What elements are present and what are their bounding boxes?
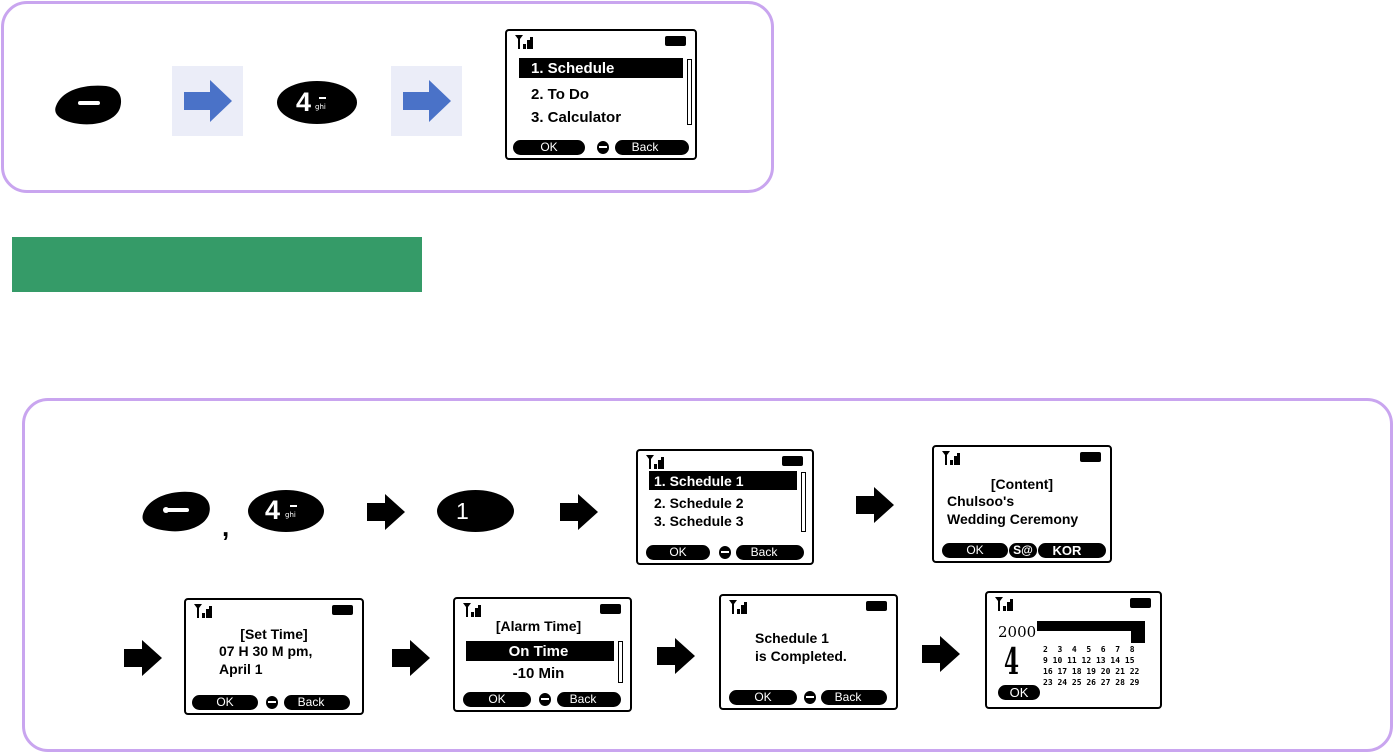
calendar-weekday-header xyxy=(1037,621,1131,631)
set-time-value: 07 H 30 M pm, xyxy=(219,643,313,659)
calendar-week-2: 9 10 11 12 13 14 15 xyxy=(1043,656,1135,665)
schedule-item-1[interactable]: 1. Schedule 1 xyxy=(654,473,744,489)
content-heading: [Content] xyxy=(990,476,1054,492)
softkey-ok[interactable]: OK xyxy=(729,690,797,705)
phone-screen-schedule-list: 1. Schedule 1 2. Schedule 2 3. Schedule … xyxy=(636,449,814,565)
battery-icon xyxy=(600,604,621,614)
arrow-right-icon xyxy=(560,494,598,530)
alarm-option-on-time[interactable]: On Time xyxy=(508,643,569,660)
menu-key-icon xyxy=(141,488,213,539)
alarm-option-10-min[interactable]: -10 Min xyxy=(512,665,565,682)
calendar-week-4: 23 24 25 26 27 28 29 xyxy=(1043,678,1140,687)
softkey-symbol[interactable]: S@ xyxy=(1009,543,1037,558)
key-4-icon: 4 ghi xyxy=(248,490,324,532)
phone-screen-alarm-time: [Alarm Time] On Time -10 Min OK Back xyxy=(453,597,632,712)
arrow-right-icon xyxy=(124,640,162,676)
signal-icon xyxy=(942,451,960,465)
arrow-right-icon xyxy=(367,494,405,530)
softkey-back[interactable]: Back xyxy=(615,140,689,155)
menu-item-calculator[interactable]: 3. Calculator xyxy=(531,109,622,126)
key-4-icon: 4 ghi xyxy=(277,81,357,124)
signal-icon xyxy=(729,600,747,614)
content-line-2: Wedding Ceremony xyxy=(947,511,1079,527)
schedule-item-2[interactable]: 2. Schedule 2 xyxy=(654,495,744,511)
softkey-ok[interactable]: OK xyxy=(513,140,585,155)
completed-line-1: Schedule 1 xyxy=(755,630,829,646)
menu-highlight xyxy=(466,641,614,661)
softkey-bar: OK Back xyxy=(725,690,892,705)
key-1-icon: 1 xyxy=(437,490,514,532)
signal-icon xyxy=(463,603,481,617)
battery-icon xyxy=(332,605,353,615)
softkey-back[interactable]: Back xyxy=(821,690,887,705)
calendar-selected-day xyxy=(1131,621,1145,643)
nav-key-icon xyxy=(539,693,551,706)
softkey-bar: OK S@ KOR xyxy=(938,543,1106,558)
scrollbar xyxy=(618,641,623,683)
arrow-right-icon xyxy=(391,66,462,136)
menu-key-icon xyxy=(54,82,124,132)
softkey-bar: OK Back xyxy=(642,545,808,560)
scrollbar xyxy=(687,59,692,125)
softkey-ok[interactable]: OK xyxy=(646,545,710,560)
softkey-bar: OK Back xyxy=(190,695,358,710)
completed-line-2: is Completed. xyxy=(755,648,847,664)
alarm-time-heading: [Alarm Time] xyxy=(495,618,582,634)
calendar-month: 4 xyxy=(1004,641,1020,683)
softkey-kor[interactable]: KOR xyxy=(1038,543,1106,558)
schedule-item-3[interactable]: 3. Schedule 3 xyxy=(654,513,744,529)
separator-comma: , xyxy=(222,512,230,542)
battery-icon xyxy=(665,36,686,46)
arrow-right-icon xyxy=(392,640,430,676)
phone-screen-completed: Schedule 1 is Completed. OK Back xyxy=(719,594,898,710)
arrow-right-icon xyxy=(657,638,695,674)
battery-icon xyxy=(1080,452,1101,462)
phone-screen-content: [Content] Chulsoo's Wedding Ceremony OK … xyxy=(932,445,1112,563)
scrollbar xyxy=(801,472,806,532)
calendar-week-1: 2 3 4 5 6 7 8 xyxy=(1043,645,1135,654)
softkey-bar: OK Back xyxy=(459,692,626,707)
arrow-right-icon xyxy=(922,636,960,672)
battery-icon xyxy=(1130,598,1151,608)
menu-item-schedule[interactable]: 1. Schedule xyxy=(531,60,615,77)
signal-icon xyxy=(995,597,1013,611)
arrow-right-icon xyxy=(172,66,243,136)
signal-icon xyxy=(194,604,212,618)
menu-highlight xyxy=(519,58,683,78)
softkey-ok[interactable]: OK xyxy=(192,695,258,710)
phone-screen-set-time: [Set Time] 07 H 30 M pm, April 1 OK Back xyxy=(184,598,364,715)
softkey-bar: OK Back xyxy=(511,140,691,155)
set-time-heading: [Set Time] xyxy=(240,626,308,642)
nav-key-icon xyxy=(719,546,731,559)
battery-icon xyxy=(866,601,887,611)
section-header-bar xyxy=(12,237,422,292)
softkey-ok[interactable]: OK xyxy=(998,685,1040,700)
content-line-1: Chulsoo's xyxy=(947,493,1015,509)
nav-key-icon xyxy=(597,141,609,154)
phone-screen-calendar: 2000 4 2 3 4 5 6 7 8 9 10 11 12 13 14 15… xyxy=(985,591,1162,709)
softkey-back[interactable]: Back xyxy=(557,692,621,707)
nav-key-icon xyxy=(804,691,816,704)
nav-key-icon xyxy=(266,696,278,709)
menu-highlight xyxy=(649,471,797,490)
softkey-ok[interactable]: OK xyxy=(463,692,531,707)
set-time-date: April 1 xyxy=(219,661,263,677)
signal-icon xyxy=(515,35,533,49)
arrow-right-icon xyxy=(856,487,894,523)
calendar-week-3: 16 17 18 19 20 21 22 xyxy=(1043,667,1140,676)
softkey-ok[interactable]: OK xyxy=(942,543,1008,558)
phone-screen-organizer-menu: 1. Schedule 2. To Do 3. Calculator OK Ba… xyxy=(505,29,697,160)
battery-icon xyxy=(782,456,803,466)
menu-item-to-do[interactable]: 2. To Do xyxy=(531,86,590,103)
calendar-year: 2000 xyxy=(998,623,1037,641)
softkey-back[interactable]: Back xyxy=(736,545,804,560)
softkey-back[interactable]: Back xyxy=(284,695,350,710)
signal-icon xyxy=(646,455,664,469)
